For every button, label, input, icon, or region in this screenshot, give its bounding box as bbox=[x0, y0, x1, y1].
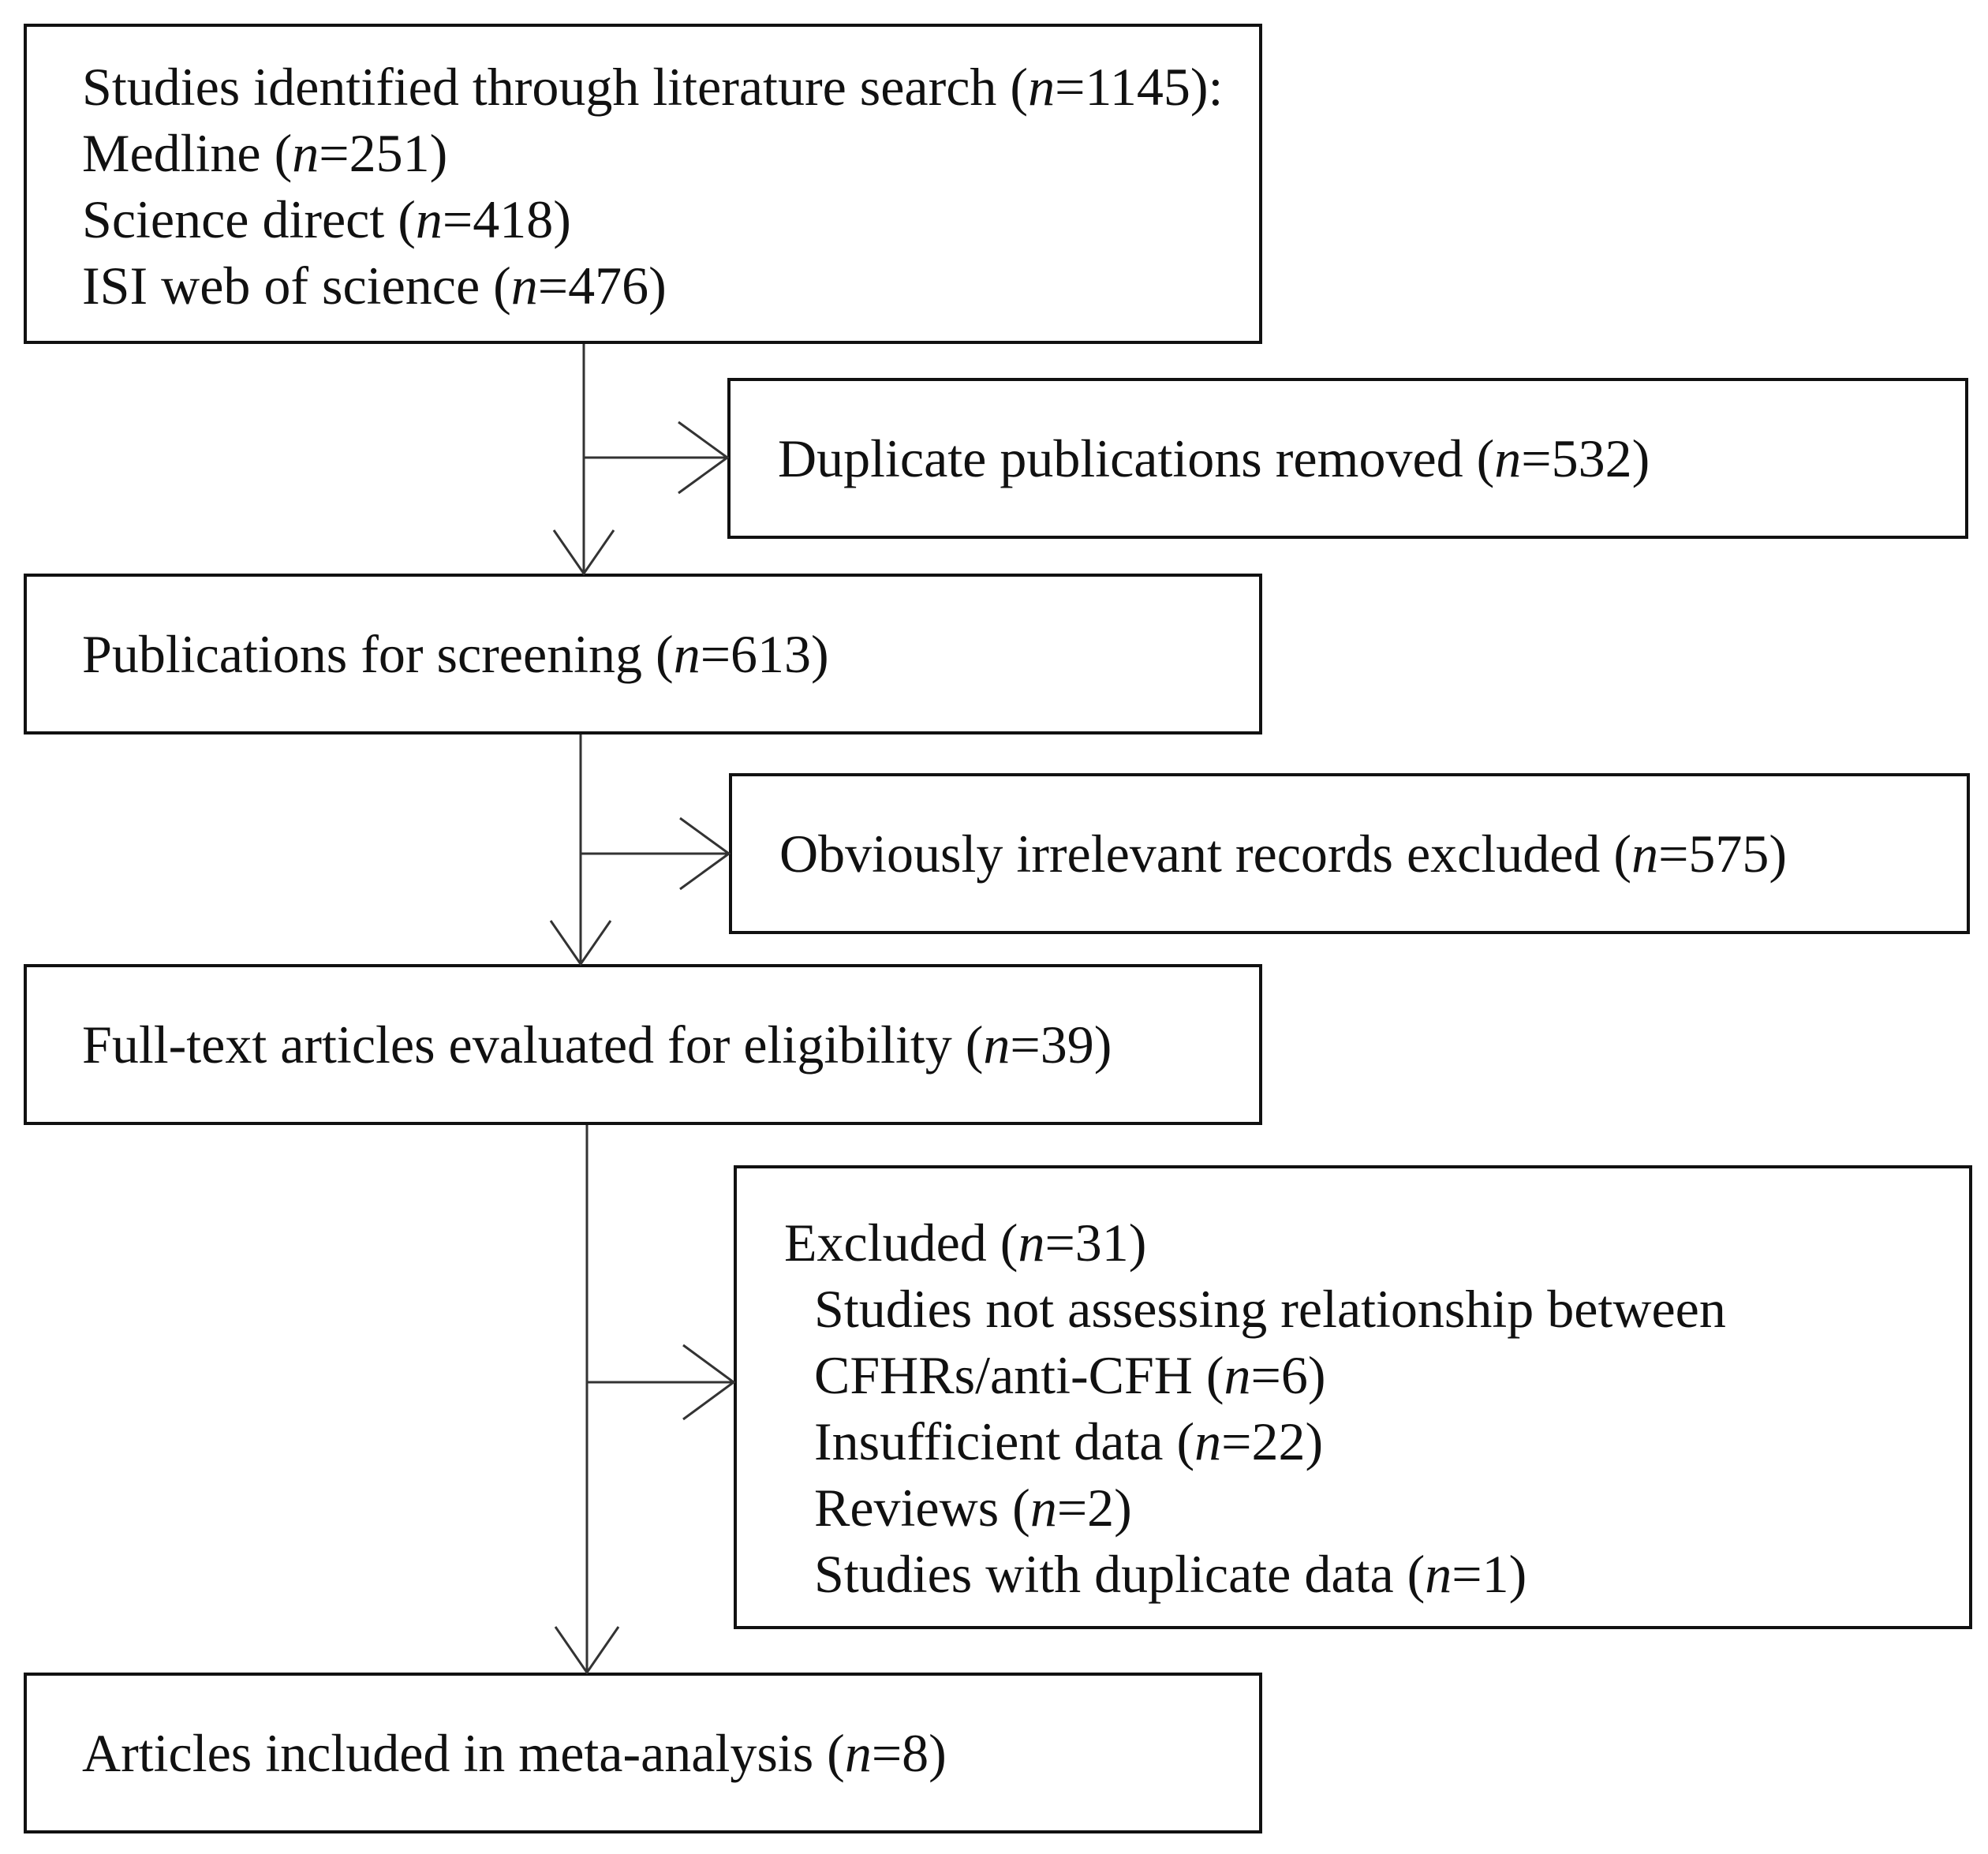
excluded-header-line: Excluded (n=31) bbox=[784, 1213, 1147, 1273]
box-irrelevant-excluded: Obviously irrelevant records excluded (n… bbox=[729, 773, 1970, 934]
box-duplicates-removed: Duplicate publications removed (n=532) bbox=[727, 378, 1968, 539]
excluded-reason-line: Insufficient data (n=22) bbox=[814, 1411, 1324, 1471]
box-fulltext-eligibility: Full-text articles evaluated for eligibi… bbox=[24, 964, 1262, 1125]
irrelevant-line: Obviously irrelevant records excluded (n… bbox=[779, 824, 1788, 884]
screening-line: Publications for screening (n=613) bbox=[82, 624, 829, 684]
arrowhead-right bbox=[678, 421, 730, 495]
identified-medline-line: Medline (n=251) bbox=[82, 123, 448, 183]
box-excluded-reasons: Excluded (n=31) Studies not assessing re… bbox=[734, 1165, 1972, 1629]
excluded-reason-line: Studies not assessing relationship betwe… bbox=[814, 1279, 1726, 1339]
box-publications-screening: Publications for screening (n=613) bbox=[24, 574, 1262, 734]
arrowhead-right bbox=[682, 1344, 736, 1421]
arrowhead-right bbox=[679, 817, 731, 891]
identified-sciencedirect-line: Science direct (n=418) bbox=[82, 189, 571, 249]
duplicates-line: Duplicate publications removed (n=532) bbox=[778, 428, 1650, 488]
excluded-reason-line: CFHRs/anti-CFH (n=6) bbox=[814, 1345, 1326, 1405]
included-line: Articles included in meta-analysis (n=8) bbox=[82, 1723, 947, 1783]
arrowhead-down bbox=[554, 1626, 620, 1675]
box-studies-identified: Studies identified through literature se… bbox=[24, 24, 1262, 344]
fulltext-line: Full-text articles evaluated for eligibi… bbox=[82, 1015, 1112, 1075]
excluded-reason-line: Reviews (n=2) bbox=[814, 1478, 1132, 1538]
identified-total-line: Studies identified through literature se… bbox=[82, 57, 1224, 117]
arrowhead-down bbox=[549, 920, 612, 966]
box-articles-included: Articles included in meta-analysis (n=8) bbox=[24, 1673, 1262, 1833]
identified-isi-line: ISI web of science (n=476) bbox=[82, 256, 667, 316]
excluded-reason-line: Studies with duplicate data (n=1) bbox=[814, 1544, 1527, 1604]
arrowhead-down bbox=[552, 529, 615, 576]
